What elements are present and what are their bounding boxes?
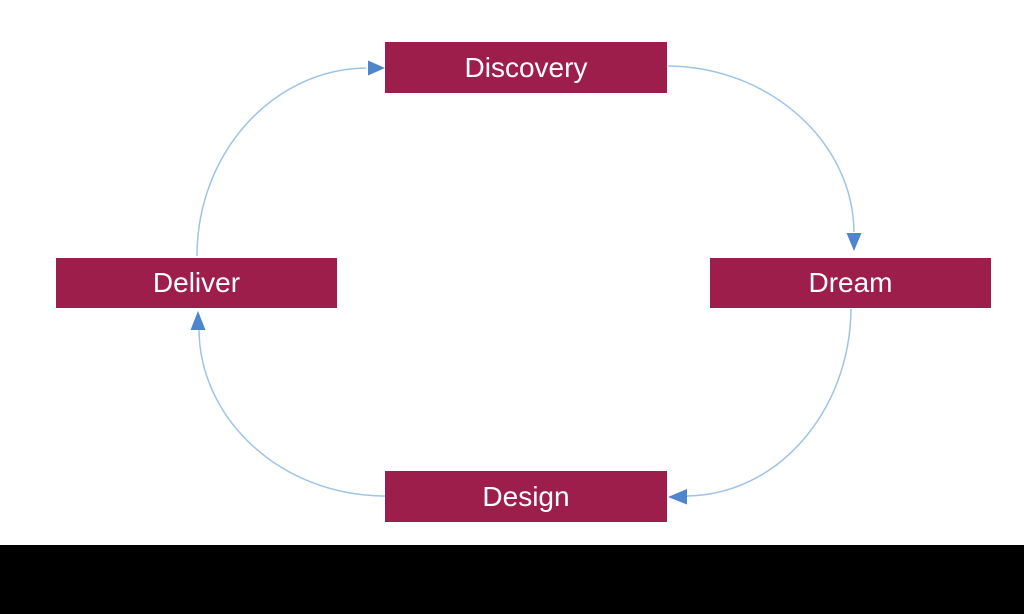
arrowhead-left-icon <box>668 489 687 505</box>
arrow-curve <box>198 329 386 497</box>
footer-bar <box>0 545 1024 614</box>
node-design-label: Design <box>482 480 570 512</box>
arrow-curve <box>686 308 852 497</box>
node-deliver-label: Deliver <box>152 267 241 298</box>
arrow-curve <box>196 67 367 257</box>
arrow-dream-to-design <box>668 308 852 505</box>
node-dream: Dream <box>710 258 991 308</box>
node-deliver: Deliver <box>56 258 337 308</box>
arrowhead-down-icon <box>846 233 862 251</box>
node-dream-label: Dream <box>808 267 893 298</box>
arrow-curve <box>667 65 855 233</box>
node-design: Design <box>385 471 667 522</box>
node-discovery-label: Discovery <box>464 51 588 83</box>
arrowhead-up-icon <box>190 311 206 330</box>
arrow-design-to-deliver <box>190 311 386 497</box>
arrow-discovery-to-dream <box>667 65 862 251</box>
arrow-deliver-to-discovery <box>196 60 385 257</box>
arrowhead-right-icon <box>368 60 385 76</box>
node-discovery: Discovery <box>385 42 667 93</box>
